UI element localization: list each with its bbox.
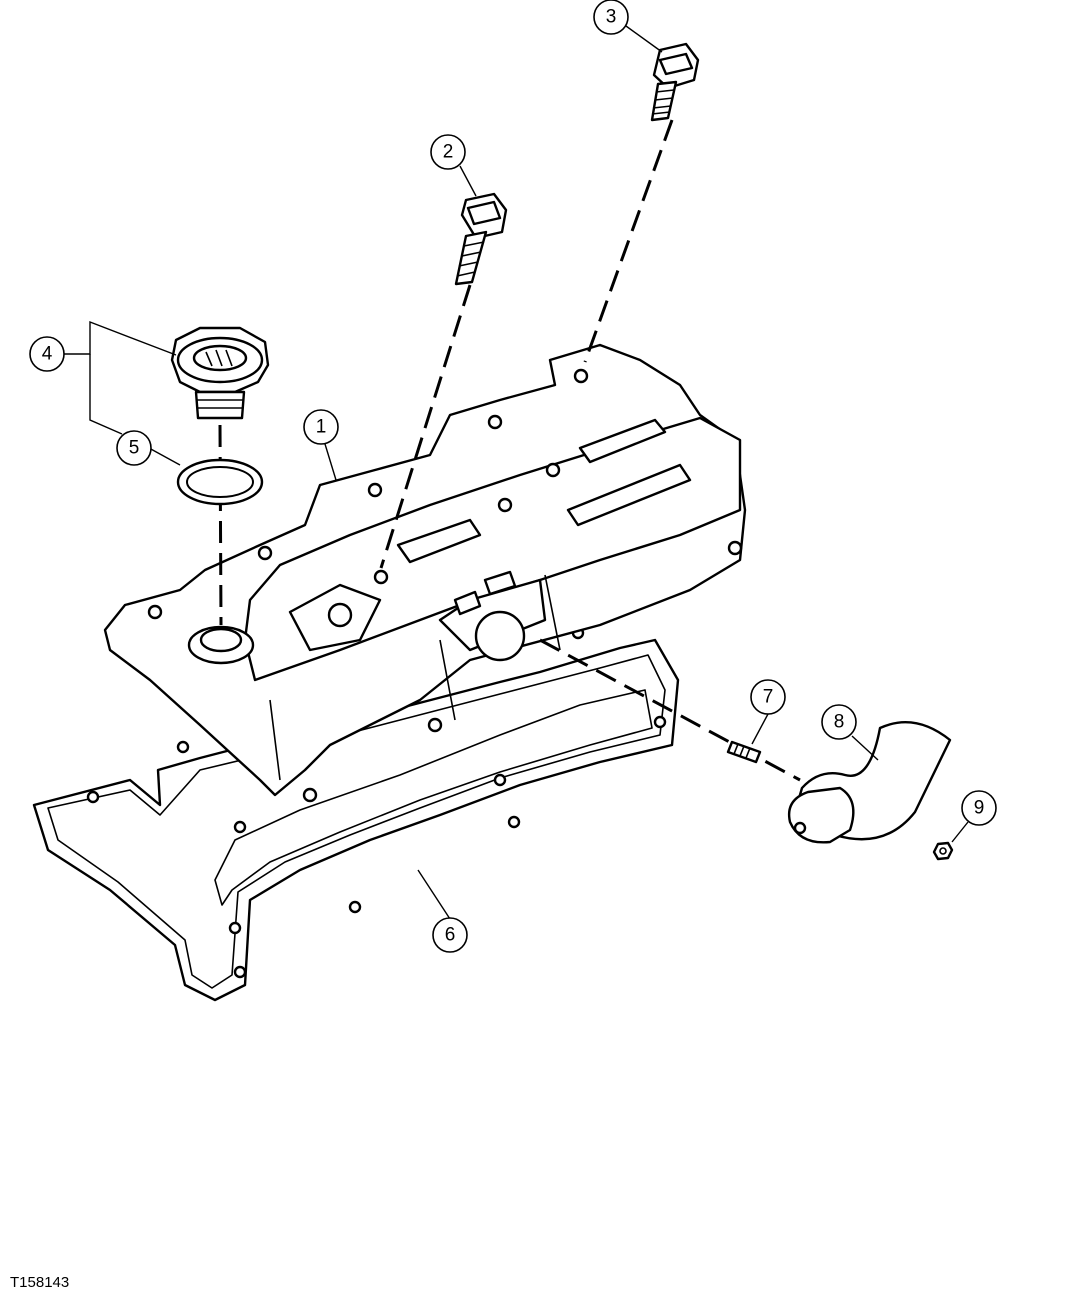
o-ring (176, 458, 264, 506)
stud (726, 740, 762, 764)
callout-6-label: 6 (445, 925, 456, 946)
callout-1: 1 (303, 409, 339, 445)
callout-9: 9 (961, 790, 997, 826)
cap-screw-long (650, 42, 700, 122)
oil-filler-cap (170, 326, 270, 420)
hex-nut (932, 841, 954, 861)
callout-5-label: 5 (129, 438, 140, 459)
rocker-arm-cover (103, 343, 747, 803)
callout-2-label: 2 (443, 142, 454, 163)
assembly-lines (218, 119, 801, 782)
elbow-fitting (787, 721, 952, 844)
callout-8: 8 (821, 704, 857, 740)
callout-leaders (62, 25, 969, 920)
callout-1-label: 1 (316, 417, 327, 438)
callout-4: 4 (29, 336, 65, 372)
callout-2: 2 (430, 134, 466, 170)
figure-id: T158143 (10, 1274, 70, 1291)
cap-screw (454, 192, 508, 286)
callout-6: 6 (432, 917, 468, 953)
callout-3: 3 (593, 0, 629, 35)
callout-4-label: 4 (42, 344, 53, 365)
callout-5: 5 (116, 430, 152, 466)
callout-3-label: 3 (606, 7, 617, 28)
callout-7-label: 7 (763, 687, 774, 708)
callout-9-label: 9 (974, 798, 985, 819)
callout-7: 7 (750, 679, 786, 715)
callout-8-label: 8 (834, 712, 845, 733)
